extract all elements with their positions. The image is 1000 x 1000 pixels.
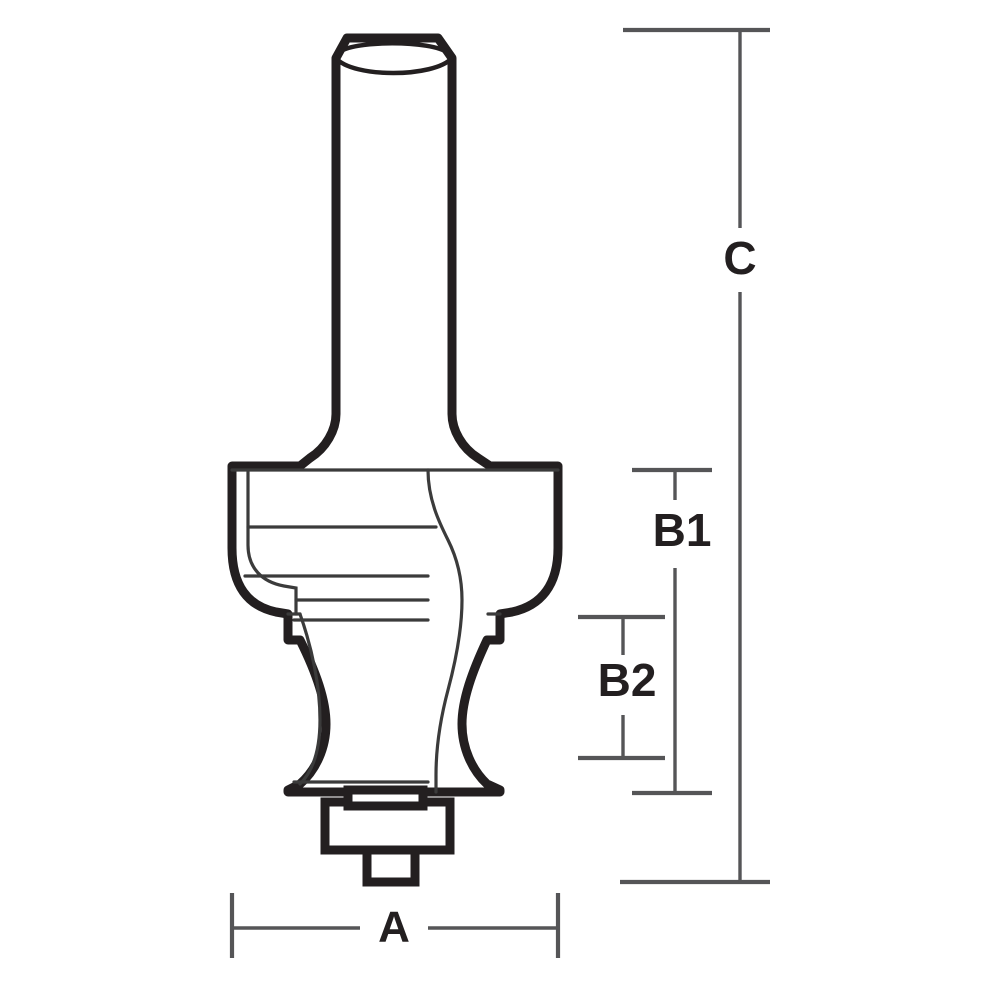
dimension-b2-label: B2	[598, 654, 657, 706]
bearing-spacer	[343, 785, 428, 811]
cutter-flute-face-curve	[426, 468, 464, 794]
dimension-a-label: A	[378, 903, 410, 952]
dimension-b1: B1	[632, 467, 712, 796]
shank-top-ellipse	[333, 55, 455, 76]
shank-top-chamfer-ring	[335, 41, 451, 56]
dimension-c: C	[620, 27, 770, 885]
dimension-a: A	[229, 893, 561, 958]
dimension-b1-label: B1	[653, 504, 712, 556]
bit-silhouette-outline	[227, 33, 563, 797]
router-bit-body	[227, 33, 563, 887]
upper-left-relief-curve	[246, 470, 298, 616]
bearing-retaining-screw	[362, 845, 420, 887]
dimension-c-label: C	[723, 232, 756, 284]
lower-left-concave-line	[298, 612, 322, 786]
dimension-b2: B2	[578, 614, 665, 761]
